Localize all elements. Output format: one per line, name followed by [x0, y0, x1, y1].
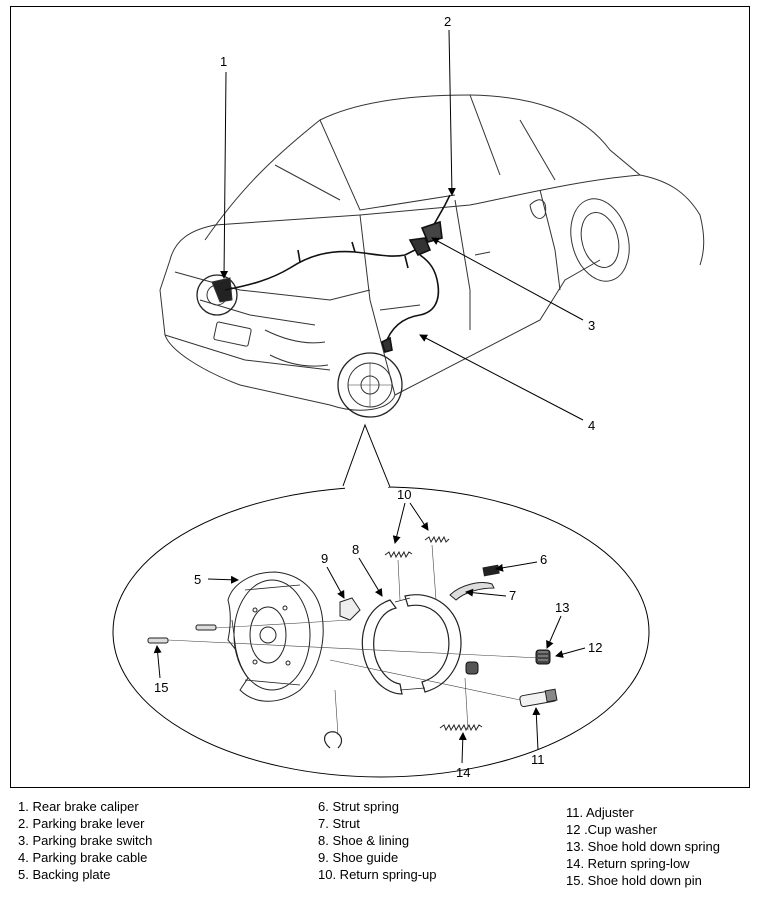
strut-spring	[482, 564, 500, 577]
legend-item: 6. Strut spring	[318, 799, 399, 814]
callout-leaders	[153, 29, 586, 764]
hold-down-spring-small	[465, 661, 479, 675]
backing-plate	[227, 571, 324, 702]
return-spring-low	[439, 723, 483, 732]
callout-4: 4	[588, 418, 595, 433]
brake-shoes	[361, 594, 462, 695]
adjuster	[519, 688, 558, 708]
legend-item: 5. Backing plate	[18, 867, 111, 882]
callout-numbers: 1 2 3 4 5 6 7 8 9 10 11 12 13 14 15	[154, 14, 602, 780]
exploded-view	[112, 423, 650, 778]
cup-washer	[535, 649, 551, 665]
parking-brake-diagram: 1 2 3 4 5 6 7 8 9 10 11 12 13 14 15	[112, 14, 705, 780]
shoe-guide	[339, 597, 361, 621]
legend-item: 8. Shoe & lining	[318, 833, 410, 848]
callout-1: 1	[220, 54, 227, 69]
legend-item: 12 .Cup washer	[566, 822, 658, 837]
legend-item: 2. Parking brake lever	[18, 816, 145, 831]
callout-10: 10	[397, 487, 411, 502]
return-spring-up	[384, 535, 450, 559]
car-illustration	[159, 94, 705, 418]
diagram-frame	[10, 6, 750, 788]
legend-item: 14. Return spring-low	[566, 856, 690, 871]
callout-5: 5	[194, 572, 201, 587]
callout-2: 2	[444, 14, 451, 29]
legend-column-1: 1. Rear brake caliper 2. Parking brake l…	[18, 798, 152, 883]
legend-item: 10. Return spring-up	[318, 867, 437, 882]
clip	[323, 731, 343, 749]
legend-column-2: 6. Strut spring 7. Strut 8. Shoe & linin…	[318, 798, 437, 883]
legend-item: 13. Shoe hold down spring	[566, 839, 720, 854]
hold-down-pins	[147, 624, 217, 644]
callout-9: 9	[321, 551, 328, 566]
callout-14: 14	[456, 765, 470, 780]
callout-13: 13	[555, 600, 569, 615]
legend-column-3: 11. Adjuster 12 .Cup washer 13. Shoe hol…	[566, 804, 720, 889]
legend-item: 11. Adjuster	[566, 805, 634, 820]
legend-item: 4. Parking brake cable	[18, 850, 148, 865]
parking-brake-cable	[224, 194, 451, 353]
callout-3: 3	[588, 318, 595, 333]
legend-item: 7. Strut	[318, 816, 360, 831]
callout-11: 11	[531, 752, 545, 767]
legend-item: 15. Shoe hold down pin	[566, 873, 702, 888]
strut	[449, 582, 495, 601]
callout-12: 12	[588, 640, 602, 655]
legend-item: 3. Parking brake switch	[18, 833, 153, 848]
legend-item: 9. Shoe guide	[318, 850, 399, 865]
callout-15: 15	[154, 680, 168, 695]
callout-7: 7	[509, 588, 516, 603]
legend-item: 1. Rear brake caliper	[18, 799, 139, 814]
callout-6: 6	[540, 552, 547, 567]
callout-8: 8	[352, 542, 359, 557]
